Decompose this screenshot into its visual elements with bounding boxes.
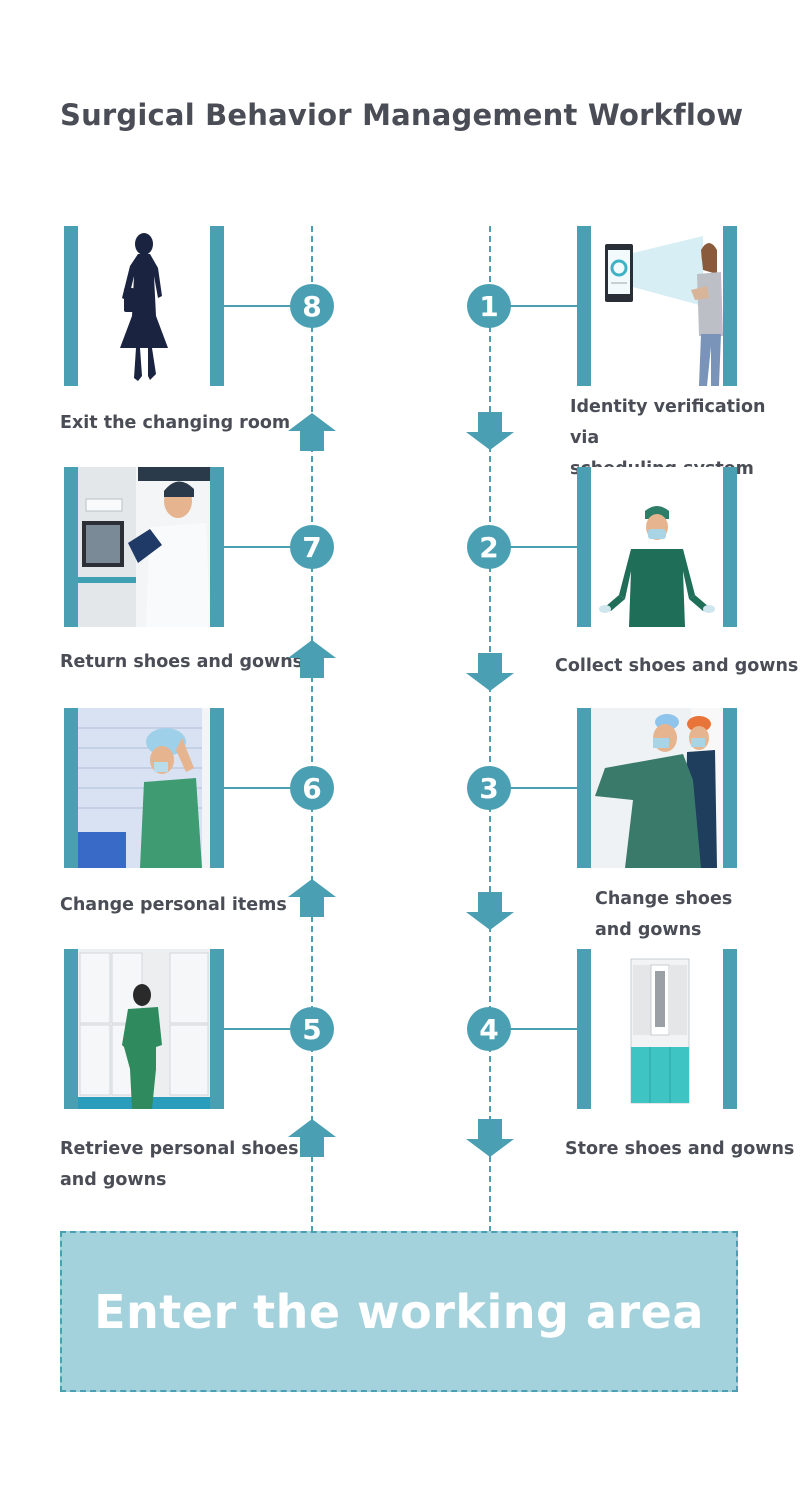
step-6-connector (224, 787, 294, 789)
step-7-badge: 7 (290, 525, 334, 569)
step-6-image (64, 708, 224, 868)
down-arrow-icon (466, 412, 514, 450)
step-7-image (64, 467, 224, 627)
step-4-image (577, 949, 737, 1109)
up-arrow-icon (288, 1119, 336, 1157)
step-7-connector (224, 546, 294, 548)
down-arrow-icon (466, 653, 514, 691)
page-title: Surgical Behavior Management Workflow (60, 98, 744, 132)
right-dashed-line (489, 226, 491, 1232)
step-5-label: Retrieve personal shoes and gowns (60, 1139, 299, 1190)
return-gowns-icon (78, 467, 210, 627)
step-1-image (577, 226, 737, 386)
step-3-connector (506, 787, 577, 789)
working-area-box: Enter the working area (60, 1231, 738, 1392)
working-area-label: Enter the working area (94, 1284, 704, 1339)
step-8-image (64, 226, 224, 386)
surgeon-gown-icon (591, 467, 723, 627)
locker-room-icon (78, 949, 210, 1109)
step-6-badge: 6 (290, 766, 334, 810)
step-4-connector (506, 1028, 577, 1030)
down-arrow-icon (466, 1119, 514, 1157)
step-6-label: Change personal items (60, 895, 287, 915)
up-arrow-icon (288, 413, 336, 451)
woman-silhouette-icon (78, 226, 210, 386)
change-items-icon (78, 708, 210, 868)
step-2-connector (506, 546, 577, 548)
face-scan-icon (591, 226, 723, 386)
step-5-connector (224, 1028, 294, 1030)
step-4-badge: 4 (467, 1007, 511, 1051)
step-2-badge: 2 (467, 525, 511, 569)
step-8-badge: 8 (290, 284, 334, 328)
up-arrow-icon (288, 879, 336, 917)
step-3-label: Change shoes and gowns (595, 889, 733, 940)
step-2-image (577, 467, 737, 627)
step-3-image (577, 708, 737, 868)
down-arrow-icon (466, 892, 514, 930)
step-4-label: Store shoes and gowns (565, 1139, 795, 1159)
gowning-icon (591, 708, 723, 868)
step-8-label: Exit the changing room (60, 413, 291, 433)
left-dashed-line (311, 226, 313, 1232)
step-7-label: Return shoes and gowns (60, 652, 304, 672)
step-5-image (64, 949, 224, 1109)
step-1-badge: 1 (467, 284, 511, 328)
step-1-connector (506, 305, 577, 307)
step-8-connector (224, 305, 294, 307)
step-3-badge: 3 (467, 766, 511, 810)
step-5-badge: 5 (290, 1007, 334, 1051)
locker-cabinet-icon (591, 949, 723, 1109)
up-arrow-icon (288, 640, 336, 678)
step-2-label: Collect shoes and gowns (555, 656, 799, 676)
